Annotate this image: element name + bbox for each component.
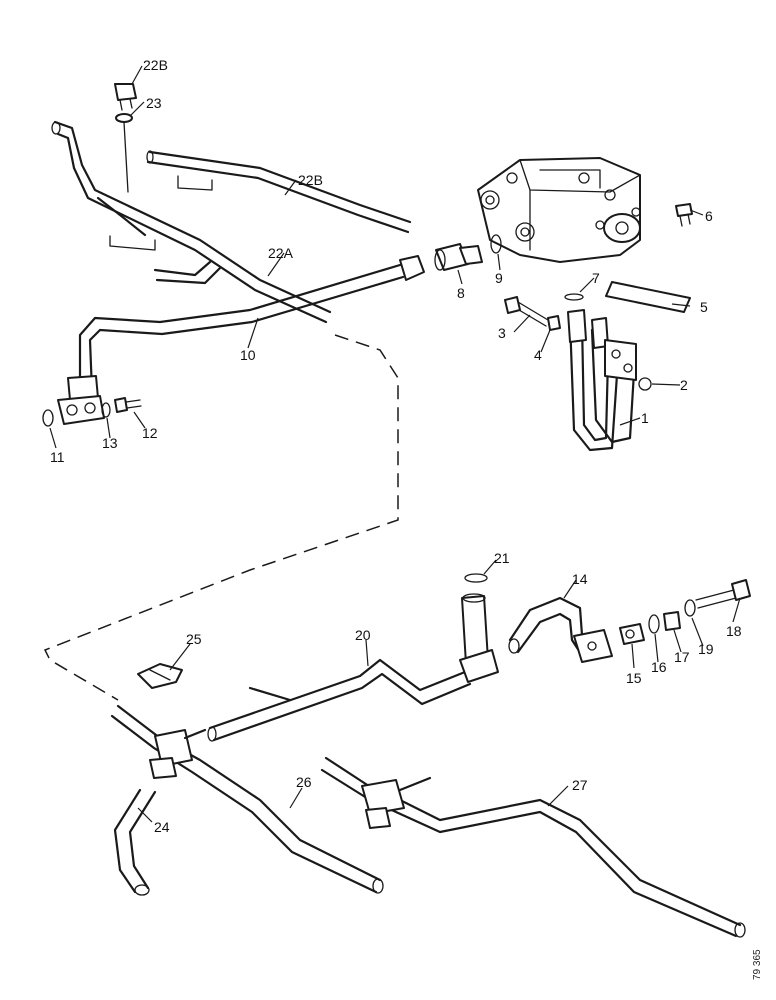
clip-26: [137, 663, 183, 689]
compressor-head: [477, 157, 641, 263]
pipe-22b: [146, 150, 412, 234]
callout-28: 27: [572, 777, 588, 793]
callout-22a: 22A: [268, 245, 294, 261]
callout-2: 2: [680, 377, 688, 393]
o-ring-7: [564, 293, 584, 301]
bolt-3: [504, 296, 549, 327]
callout-19: 19: [698, 641, 714, 657]
o-ring-2: [638, 377, 652, 391]
callout-4: 4: [534, 347, 542, 363]
callout-11: 11: [50, 449, 65, 465]
o-ring-21: [464, 573, 488, 583]
callout-5: 5: [700, 299, 708, 315]
pipe-22a: [51, 120, 332, 324]
tee-pipe-20: [207, 593, 499, 742]
callout-10: 10: [240, 347, 256, 363]
callout-6: 6: [705, 208, 713, 224]
bolt-23: [114, 83, 137, 111]
adapter-8: [434, 243, 483, 271]
fitting-15: [619, 623, 645, 645]
callout-25: 24: [154, 819, 170, 835]
tee-pipe-27: [110, 704, 384, 894]
connection-dashed-line: [43, 334, 399, 701]
callout-16: 16: [651, 659, 667, 675]
o-ring-9: [490, 234, 502, 254]
screw-6: [675, 203, 693, 227]
plate-5: [605, 281, 691, 313]
nut-4: [547, 315, 561, 331]
washer-16: [648, 614, 660, 634]
callout-24: 23: [146, 95, 162, 111]
callout-12: 12: [142, 425, 158, 441]
callout-26: 25: [186, 631, 202, 647]
nut-17: [663, 611, 681, 631]
drawing-reference: 79 365: [752, 949, 763, 980]
washer-13: [101, 402, 111, 418]
callout-17: 17: [674, 649, 690, 665]
washer-19: [684, 599, 696, 617]
callout-3: 3: [498, 325, 506, 341]
callout-13: 13: [102, 435, 118, 451]
callout-14: 14: [572, 571, 588, 587]
callout-20: 20: [355, 627, 371, 643]
callout-22b: 22B: [298, 172, 323, 188]
callout-8: 8: [457, 285, 465, 301]
bolt-18: [695, 579, 751, 609]
tee-pipe-28: [320, 756, 746, 938]
tube-assembly-1: [567, 309, 637, 452]
washer-24: [115, 113, 133, 123]
callout-23: 22B: [143, 57, 168, 73]
elbow-14: [508, 596, 613, 663]
callout-15: 15: [626, 670, 642, 686]
bolt-12: [114, 397, 142, 413]
callout-1: 1: [641, 410, 649, 426]
callout-21: 21: [494, 550, 510, 566]
callout-18: 18: [726, 623, 742, 639]
hose-25: [113, 788, 157, 896]
callout-labels: 22B 23 22B 22A 10 11 13 12 8 9 7 6 5 3 4…: [50, 57, 742, 835]
leader-washer-pipe: [123, 121, 129, 193]
leader-lines: [49, 65, 741, 823]
callout-7: 7: [592, 270, 600, 286]
callout-27: 26: [296, 774, 312, 790]
callout-9: 9: [495, 270, 503, 286]
pipe-10: [57, 255, 425, 425]
o-ring-11: [42, 409, 54, 427]
